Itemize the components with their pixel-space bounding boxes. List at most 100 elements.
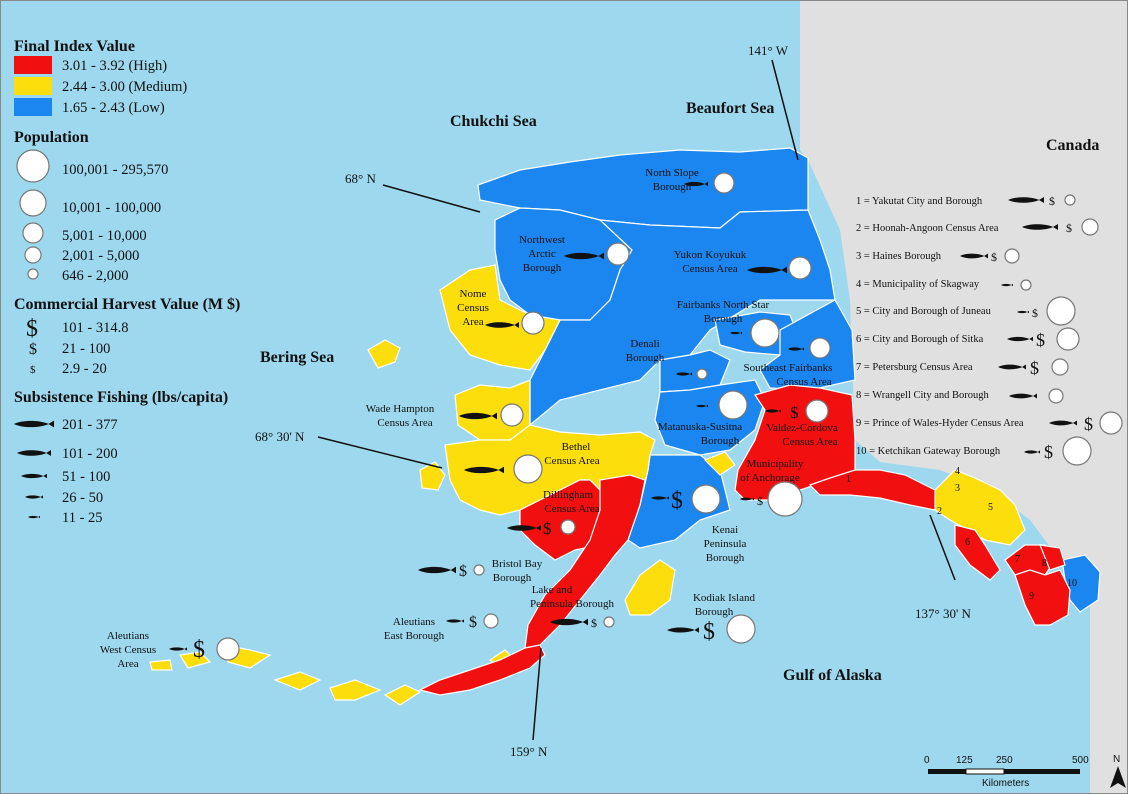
canada-label: Canada bbox=[1046, 137, 1099, 154]
dollar-icon: $ bbox=[193, 637, 205, 663]
chukchi-sea-label: Chukchi Sea bbox=[450, 113, 537, 130]
line-68n bbox=[382, 184, 481, 213]
scale-tick-500: 500 bbox=[1072, 755, 1089, 766]
legend-fishing-title: Subsistence Fishing (lbs/capita) bbox=[14, 389, 228, 406]
scale-bar: 0 125 250 500 Kilometers bbox=[924, 755, 1089, 789]
scale-tick-0: 0 bbox=[924, 755, 930, 766]
line-68-30n bbox=[317, 436, 443, 469]
coord-141w: 141° W bbox=[748, 43, 789, 58]
population-circle bbox=[713, 172, 735, 194]
kodiak-island-borough bbox=[624, 559, 676, 616]
map-number-3: 3 bbox=[955, 483, 960, 494]
north-arrow: N bbox=[1110, 754, 1126, 788]
dollar-icon: $ bbox=[591, 616, 597, 630]
dollar-icon: $ bbox=[1066, 221, 1072, 235]
dollar-icon: $ bbox=[790, 403, 799, 422]
alaska-peninsula-tail bbox=[418, 644, 546, 696]
southeast-list-item: 1 = Yakutat City and Borough bbox=[856, 196, 983, 207]
legend-fishing-4: 26 - 50 bbox=[62, 490, 103, 506]
population-circle bbox=[1051, 358, 1069, 376]
legend-index-title: Final Index Value bbox=[14, 38, 135, 55]
population-circle bbox=[1081, 218, 1099, 236]
yakutat-city-and-borough bbox=[808, 469, 936, 511]
scale-segment bbox=[1004, 769, 1080, 774]
dollar-icon: $ bbox=[1030, 358, 1039, 378]
population-circle bbox=[726, 614, 756, 644]
population-circle bbox=[750, 318, 780, 348]
population-circle bbox=[603, 616, 615, 628]
dollar-icon: $ bbox=[543, 519, 552, 538]
dollar-icon: $ bbox=[459, 563, 467, 580]
population-circle bbox=[718, 390, 748, 420]
population-circle bbox=[473, 564, 485, 576]
anchorage bbox=[703, 451, 736, 476]
prince-of-wales-hyder bbox=[1014, 569, 1071, 626]
map-number-4: 4 bbox=[955, 466, 960, 477]
population-circle bbox=[483, 613, 499, 629]
southeast-list-item: 7 = Petersburg Census Area bbox=[856, 362, 973, 373]
population-circle bbox=[1099, 411, 1123, 435]
population-circle bbox=[809, 337, 831, 359]
legend-harvest-2: 21 - 100 bbox=[62, 341, 110, 357]
legend-population-title: Population bbox=[14, 129, 89, 146]
legend-fishing-2: 101 - 200 bbox=[62, 446, 118, 462]
map-number-2: 2 bbox=[937, 506, 942, 517]
dollar-icon: $ bbox=[1032, 306, 1038, 320]
line-141w bbox=[771, 59, 799, 161]
southeast-list: 1 = Yakutat City and Borough $ 2 = Hoona… bbox=[856, 194, 1123, 466]
legend-population-5: 646 - 2,000 bbox=[62, 268, 128, 284]
dollar-icon: $ bbox=[1044, 442, 1053, 462]
region-symbols: $ $ $ $ $ $ $ $ $ bbox=[169, 172, 831, 663]
population-circle bbox=[16, 149, 50, 183]
legend-harvest-3: 2.9 - 20 bbox=[62, 361, 107, 377]
map-number-8: 8 bbox=[1042, 558, 1047, 569]
lake-and-peninsula-borough bbox=[524, 474, 646, 649]
coord-68n: 68° N bbox=[345, 171, 376, 186]
population-circle bbox=[1056, 327, 1080, 351]
dollar-icon: $ bbox=[26, 316, 38, 342]
legend-index-medium: 2.44 - 3.00 (Medium) bbox=[62, 79, 187, 95]
population-circle bbox=[1004, 248, 1020, 264]
population-circle bbox=[788, 256, 812, 280]
line-137-30n bbox=[929, 514, 956, 581]
dollar-icon: $ bbox=[1049, 194, 1055, 208]
southeast-map-numbers: 1 2 3 4 5 6 7 8 9 10 bbox=[846, 466, 1077, 602]
dollar-icon: $ bbox=[30, 364, 36, 376]
population-circle bbox=[805, 399, 829, 423]
scale-segment bbox=[928, 769, 966, 774]
population-circle bbox=[521, 311, 545, 335]
legend-population-4: 2,001 - 5,000 bbox=[62, 248, 139, 264]
map-number-7: 7 bbox=[1015, 554, 1020, 565]
beaufort-sea-label: Beaufort Sea bbox=[686, 100, 774, 117]
st-lawrence-island bbox=[367, 339, 401, 369]
dollar-icon: $ bbox=[671, 488, 683, 514]
southeast-list-item: 4 = Municipality of Skagway bbox=[856, 279, 980, 290]
dollar-icon: $ bbox=[703, 619, 715, 645]
map-number-1: 1 bbox=[846, 474, 851, 485]
legend-population-2: 10,001 - 100,000 bbox=[62, 200, 161, 216]
legend-harvest-title: Commercial Harvest Value (M $) bbox=[14, 296, 240, 313]
population-circle bbox=[691, 484, 721, 514]
population-circle bbox=[1020, 279, 1032, 291]
gulf-of-alaska-label: Gulf of Alaska bbox=[783, 667, 882, 684]
scale-segment bbox=[965, 768, 1005, 775]
legend-population-3: 5,001 - 10,000 bbox=[62, 228, 147, 244]
southeast-list-item: 2 = Hoonah-Angoon Census Area bbox=[856, 223, 999, 234]
dollar-icon: $ bbox=[1084, 414, 1093, 434]
population-circle bbox=[500, 403, 524, 427]
line-159n bbox=[532, 647, 542, 741]
low-index-regions bbox=[477, 147, 1101, 613]
population-circle bbox=[19, 189, 47, 217]
map-number-10: 10 bbox=[1067, 578, 1077, 589]
nome-census-area bbox=[439, 264, 561, 371]
